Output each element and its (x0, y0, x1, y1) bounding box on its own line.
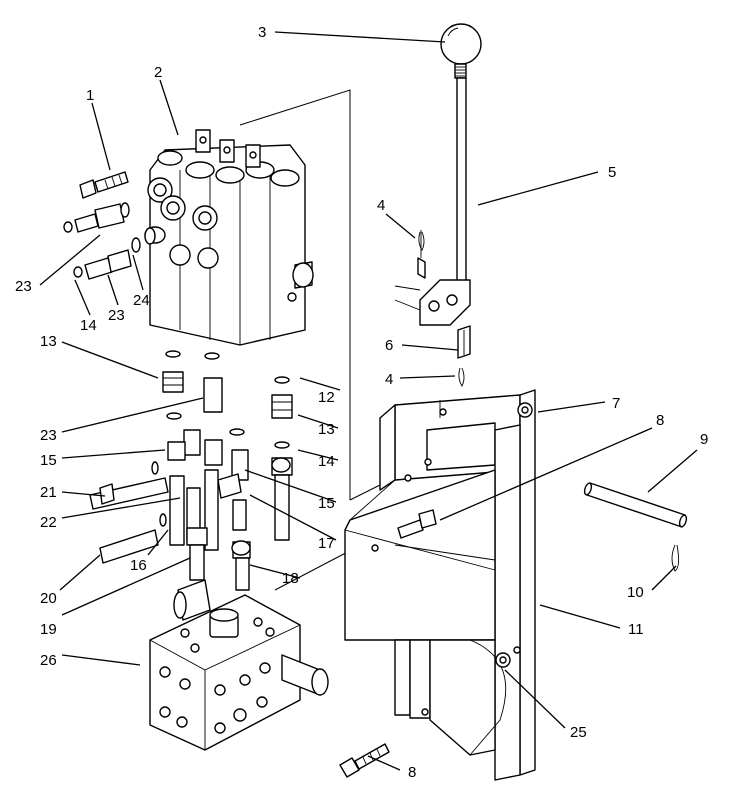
callout-labels: 1 2 3 4 5 23 14 23 24 6 4 13 12 13 7 8 9… (15, 24, 708, 781)
callout-8-upper: 8 (656, 412, 664, 429)
lever-pivot-bracket (394, 230, 471, 326)
callout-4-upper: 4 (377, 197, 385, 214)
callout-8-lower: 8 (408, 764, 416, 781)
callout-20: 20 (40, 590, 57, 607)
mount-bracket (344, 389, 536, 781)
lock-washer-lower (495, 652, 511, 668)
callout-24: 24 (133, 292, 150, 309)
center-fittings (89, 350, 293, 591)
left-port-fittings (63, 202, 156, 280)
callout-2: 2 (154, 64, 162, 81)
lever-knob (440, 23, 482, 65)
callout-10: 10 (627, 584, 644, 601)
callout-19: 19 (40, 621, 57, 638)
callout-6: 6 (385, 337, 393, 354)
callout-26: 26 (40, 652, 57, 669)
callout-13-a: 13 (40, 333, 57, 350)
callout-18: 18 (282, 570, 299, 587)
callout-3: 3 (258, 24, 266, 41)
callout-25: 25 (570, 724, 587, 741)
cotter-pin-10 (671, 544, 680, 572)
callout-22: 22 (40, 514, 57, 531)
lever-rod (456, 77, 467, 286)
callout-7: 7 (612, 395, 620, 412)
cotter-pin-upper (418, 231, 425, 251)
callout-13-b: 13 (318, 421, 335, 438)
leader-lines (39, 31, 698, 771)
control-lever (440, 23, 482, 286)
callout-23-c: 23 (40, 427, 57, 444)
callout-14-b: 14 (318, 453, 335, 470)
callout-14-a: 14 (80, 317, 97, 334)
callout-15-b: 15 (318, 495, 335, 512)
callout-17: 17 (318, 535, 335, 552)
pivot-pin (583, 482, 688, 528)
callout-9: 9 (700, 431, 708, 448)
callout-15-a: 15 (40, 452, 57, 469)
control-valve-body (144, 129, 314, 346)
bolt-upper (397, 509, 437, 539)
callout-11: 11 (628, 621, 644, 638)
callout-23-a: 23 (15, 278, 32, 295)
valve-bolt (79, 171, 129, 199)
cotter-pin-lower (458, 367, 465, 387)
callout-5: 5 (608, 164, 616, 181)
callout-1: 1 (86, 87, 94, 104)
lock-washer-upper (517, 402, 533, 418)
callout-21: 21 (40, 484, 57, 501)
callout-12: 12 (318, 389, 335, 406)
callout-23-b: 23 (108, 307, 125, 324)
callout-16: 16 (130, 557, 147, 574)
manifold-block (149, 579, 329, 751)
callout-4-lower: 4 (385, 371, 393, 388)
bolt-lower (339, 743, 390, 778)
